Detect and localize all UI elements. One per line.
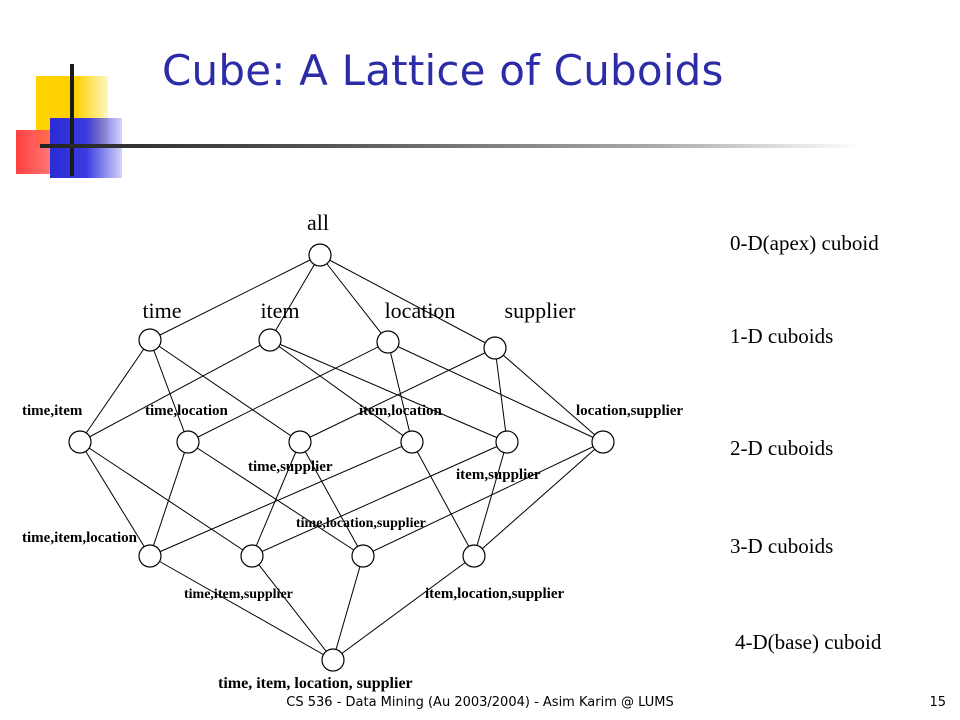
edge-ts-tis [251,441,301,557]
edge-il-ils [411,441,475,557]
edge-i-il [269,339,413,443]
lattice-edges [79,254,604,661]
slide-title: Cube: A Lattice of Cuboids [162,46,724,95]
level-label-4d: 4-D(base) cuboid [735,630,882,654]
cuboid-label-tl: time,location [145,403,229,419]
edge-tis-base [251,555,334,661]
edge-ils-base [332,555,475,661]
cuboid-label-ls: location,supplier [576,403,683,419]
cuboid-node-tls [351,544,375,568]
level-label-1d: 1-D cuboids [730,324,834,348]
cuboid-node-ls [591,430,615,454]
level-label-3d: 3-D cuboids [730,534,834,558]
level-label-0d: 0-D(apex) cuboid [730,231,879,255]
edge-s-is [494,347,508,443]
cuboid-label-il: item,location [359,403,443,419]
edge-l-ls [387,341,604,443]
lattice-nodes [68,243,615,672]
cuboid-node-tis [240,544,264,568]
edge-ti-tis [79,441,253,557]
cuboid-node-l [376,330,400,354]
edge-tls-base [332,555,364,661]
decor-blue-square [50,118,122,178]
cuboid-label-ti: time,item [22,403,83,419]
edge-til-base [149,555,334,661]
edge-l-il [387,341,413,443]
edge-t-ts [149,339,301,443]
edge-l-tl [187,341,389,443]
edge-i-is [269,339,508,443]
cuboid-node-ils [462,544,486,568]
cuboid-label-base: time, item, location, supplier [218,675,413,692]
edge-s-ls [494,347,604,443]
cuboid-label-ils: item,location,supplier [425,586,565,602]
edge-all-l [319,254,389,343]
edge-all-t [149,254,321,341]
lattice-node-labels: all time item location supplier time,item time… [22,210,683,692]
edge-i-ti [79,339,271,443]
cuboid-node-is [495,430,519,454]
cuboid-node-i [258,328,282,352]
edge-t-ti [79,339,151,443]
cuboid-node-il [400,430,424,454]
cuboid-label-ts: time,supplier [248,459,333,475]
decor-title-underline [40,144,860,148]
cuboid-label-s: supplier [505,298,577,323]
edge-ls-ils [473,441,604,557]
edge-t-tl [149,339,189,443]
cuboid-label-tls: time,location,supplier [296,516,426,531]
cuboid-node-t [138,328,162,352]
edge-is-ils [473,441,508,557]
edge-all-i [269,254,321,341]
decor-vertical-line [70,64,74,176]
cuboid-label-all: all [307,210,329,235]
cuboid-node-ts [288,430,312,454]
slide-footer: CS 536 - Data Mining (Au 2003/2004) - As… [286,695,674,710]
edge-all-s [319,254,496,349]
edge-is-tis [251,441,508,557]
cuboid-label-i: item [260,298,299,323]
edge-ts-tls [299,441,364,557]
cuboid-label-tis: time,item,supplier [184,587,293,602]
cuboid-label-t: time [142,298,181,323]
cuboid-node-s [483,336,507,360]
cuboid-node-tl [176,430,200,454]
edge-ls-tls [362,441,604,557]
edge-il-til [149,441,413,557]
page-number: 15 [929,695,946,710]
cuboid-label-is: item,supplier [456,467,541,483]
cuboid-node-til [138,544,162,568]
edge-ti-til [79,441,151,557]
cuboid-node-all [308,243,332,267]
cuboid-node-base [321,648,345,672]
edge-s-ts [299,347,496,443]
edge-tl-til [149,441,189,557]
cuboid-label-til: time,item,location [22,530,138,546]
cuboid-label-l: location [385,298,456,323]
level-label-2d: 2-D cuboids [730,436,834,460]
cuboid-node-ti [68,430,92,454]
